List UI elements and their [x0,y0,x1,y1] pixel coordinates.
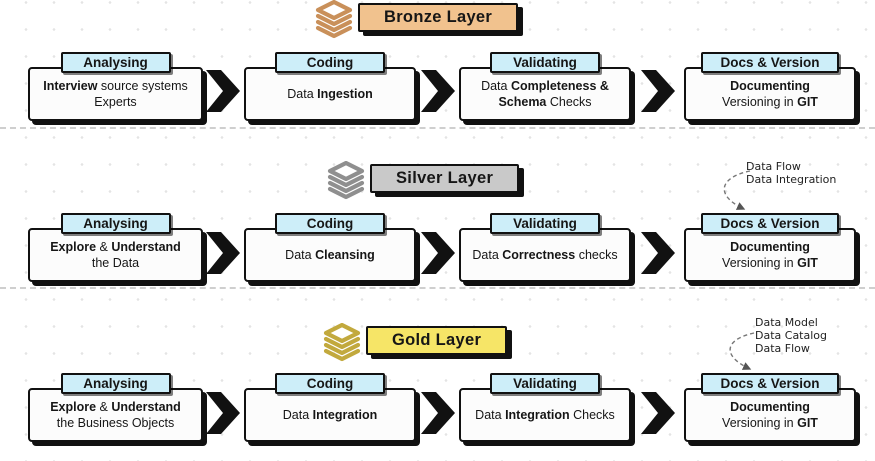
step-box: Data Correctness checks [459,228,631,282]
step-tab: Analysing [60,213,171,234]
step-box: Data Integration [244,388,416,442]
layers-icon [315,0,353,39]
step-tab: Coding [275,373,385,394]
bronze-step-validating: Validating Data Completeness &Schema Che… [459,52,631,121]
step-tab: Docs & Version [701,213,839,234]
step-box: Data Completeness &Schema Checks [459,67,631,121]
silver-layer-header: Silver Layer [326,161,520,201]
bronze-layer-title: Bronze Layer [358,3,519,32]
flow-arrow-icon [421,232,455,274]
gold-layer-title: Gold Layer [366,326,508,355]
section-divider [0,127,875,129]
flow-arrow-icon [641,70,675,112]
step-box: Data Ingestion [244,67,416,121]
step-tab: Coding [275,52,385,73]
step-tab: Analysing [60,373,171,394]
bronze-layer-header: Bronze Layer [314,0,519,40]
step-tab: Docs & Version [701,373,839,394]
step-tab: Validating [490,213,600,234]
step-tab: Coding [275,213,385,234]
gold-step-coding: Coding Data Integration [244,373,416,442]
flow-arrow-icon [641,392,675,434]
step-tab: Analysing [60,52,171,73]
section-divider [0,287,875,289]
step-box: Data Integration Checks [459,388,631,442]
dashed-arrow-icon [729,332,755,370]
step-box: Data Cleansing [244,228,416,282]
step-tab: Validating [490,373,600,394]
flow-arrow-icon [206,232,240,274]
flow-arrow-icon [421,392,455,434]
step-tab: Validating [490,52,600,73]
flow-arrow-icon [206,392,240,434]
silver-layer-title: Silver Layer [370,164,520,193]
gold-step-validating: Validating Data Integration Checks [459,373,631,442]
gold-layer-header: Gold Layer [322,323,508,363]
flow-arrow-icon [641,232,675,274]
step-tab: Docs & Version [701,52,839,73]
flow-arrow-icon [421,70,455,112]
silver-step-coding: Coding Data Cleansing [244,213,416,282]
flow-arrow-icon [206,70,240,112]
layers-icon [327,161,365,200]
silver-step-validating: Validating Data Correctness checks [459,213,631,282]
dashed-arrow-icon [723,170,751,210]
bronze-step-coding: Coding Data Ingestion [244,52,416,121]
layers-icon [323,323,361,362]
